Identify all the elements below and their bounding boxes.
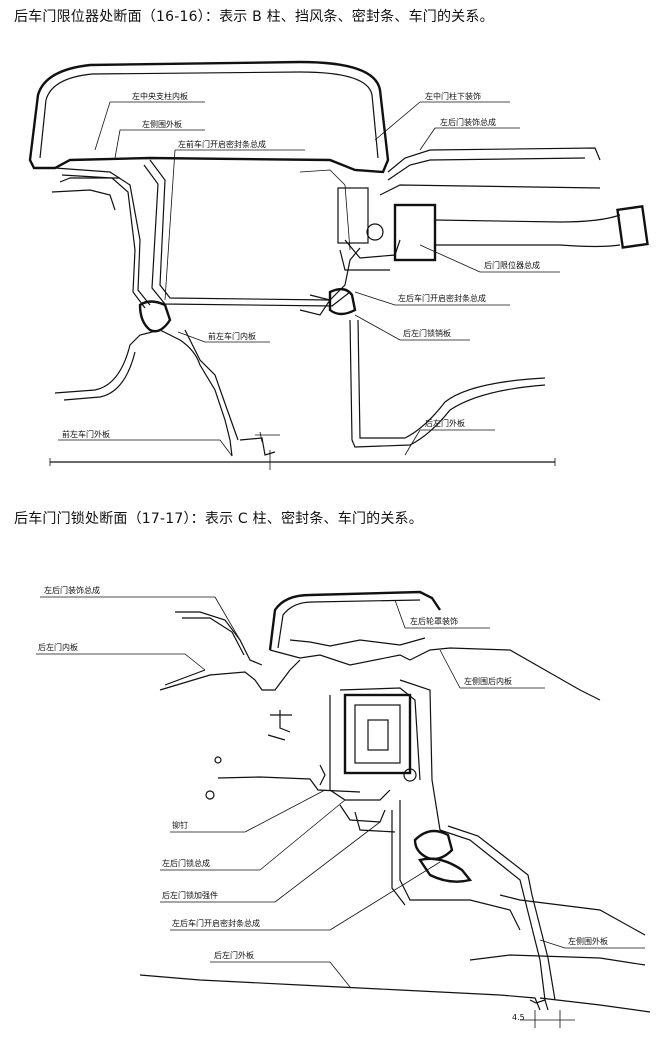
section-16-16-caption: 后车门限位器处断面（16-16）：表示 B 柱、挡风条、密封条、车门的关系。 — [14, 9, 494, 25]
label-rear-door-seal: 左后车门开启密封条总成 — [398, 293, 486, 303]
b-pillar-trim-shape — [28, 60, 390, 174]
label-rear-door-lock-plate: 后左门锁销板 — [403, 328, 451, 338]
rear-door-inner-panel — [217, 776, 361, 793]
limiter-body — [393, 203, 437, 262]
label-rear-door-outer: 后左门外板 — [214, 950, 254, 960]
section-17-17-labels: 左后门装饰总成 左后轮罩装饰 后左门内板 左侧围后内板 铆钉 左后门锁总成 后左… — [36, 585, 645, 1022]
section-17-17-drawing — [139, 590, 651, 1028]
label-front-door-inner: 前左车门内板 — [208, 331, 256, 341]
label-front-door-seal: 左前车门开启密封条总成 — [178, 139, 266, 149]
label-rivet: 铆钉 — [172, 820, 188, 830]
label-wheel-arch-trim: 左后轮罩装饰 — [410, 616, 458, 626]
section-16-16-labels: 左中央支柱内板 左侧围外板 左前车门开启密封条总成 左中门柱下装饰 左后门装饰总… — [58, 91, 560, 457]
door-lock-body — [343, 693, 412, 775]
label-lock-reinforcement: 后左门锁加强件 — [162, 890, 218, 900]
label-front-door-outer: 前左车门外板 — [62, 429, 110, 439]
label-center-pillar-inner: 左中央支柱内板 — [132, 91, 188, 101]
rear-door-trim-line — [387, 147, 601, 173]
section-16-16-drawing — [28, 60, 649, 470]
rear-door-seal — [328, 287, 357, 316]
front-door-seal — [138, 300, 172, 333]
label-rear-door-seal: 左后车门开启密封条总成 — [172, 918, 260, 928]
pillar-inner-panel — [54, 167, 151, 306]
label-side-outer: 左侧围外板 — [142, 119, 182, 129]
label-dimension: 4.5 — [512, 1013, 525, 1022]
label-rear-door-inner: 后左门内板 — [38, 642, 78, 652]
label-side-outer: 左侧围外板 — [568, 936, 608, 946]
label-rear-door-lock: 左后门锁总成 — [162, 858, 210, 868]
front-door-inner-panel — [54, 329, 233, 457]
label-rear-door-limiter: 后门限位器总成 — [484, 260, 540, 270]
rear-door-seal — [413, 829, 454, 861]
side-outer-panel — [439, 829, 549, 1011]
label-rear-door-outer: 后左门外板 — [425, 418, 465, 428]
limiter-bracket — [337, 187, 369, 244]
limiter-end — [616, 205, 649, 249]
label-rear-door-trim: 左后门装饰总成 — [440, 117, 496, 127]
label-rear-door-trim: 左后门装饰总成 — [44, 585, 100, 595]
rear-door-outer-panel — [139, 974, 541, 1011]
label-b-pillar-lower-trim: 左中门柱下装饰 — [425, 91, 481, 101]
rear-door-trim-shape — [159, 659, 301, 691]
limiter-pivot — [366, 223, 384, 241]
label-side-rear-inner: 左侧围后内板 — [464, 676, 512, 686]
section-17-17-caption: 后车门门锁处断面（17-17）：表示 C 柱、密封条、车门的关系。 — [14, 511, 423, 527]
wheel-arch-trim — [268, 590, 441, 651]
